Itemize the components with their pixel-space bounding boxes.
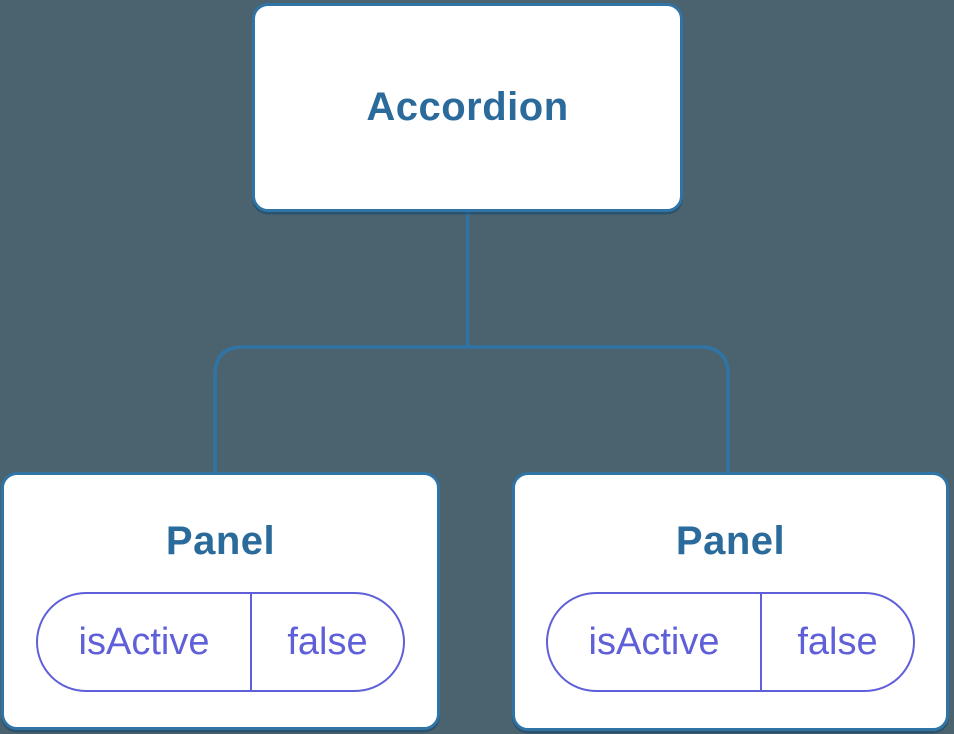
state-name: isActive <box>38 594 252 690</box>
accordion-node: Accordion <box>252 3 683 212</box>
panel-node-label: Panel <box>675 519 786 563</box>
branch-connector-line <box>213 345 730 478</box>
state-value: false <box>797 620 878 663</box>
panel-node-left: Panel isActive false <box>1 472 440 730</box>
panel-node-right: Panel isActive false <box>512 472 949 731</box>
state-name: isActive <box>548 594 762 690</box>
panel-node-label: Panel <box>165 519 276 563</box>
state-value: false <box>287 620 368 663</box>
accordion-node-label: Accordion <box>366 85 569 129</box>
state-pill: isActive false <box>36 592 405 692</box>
state-pill: isActive false <box>546 592 915 692</box>
